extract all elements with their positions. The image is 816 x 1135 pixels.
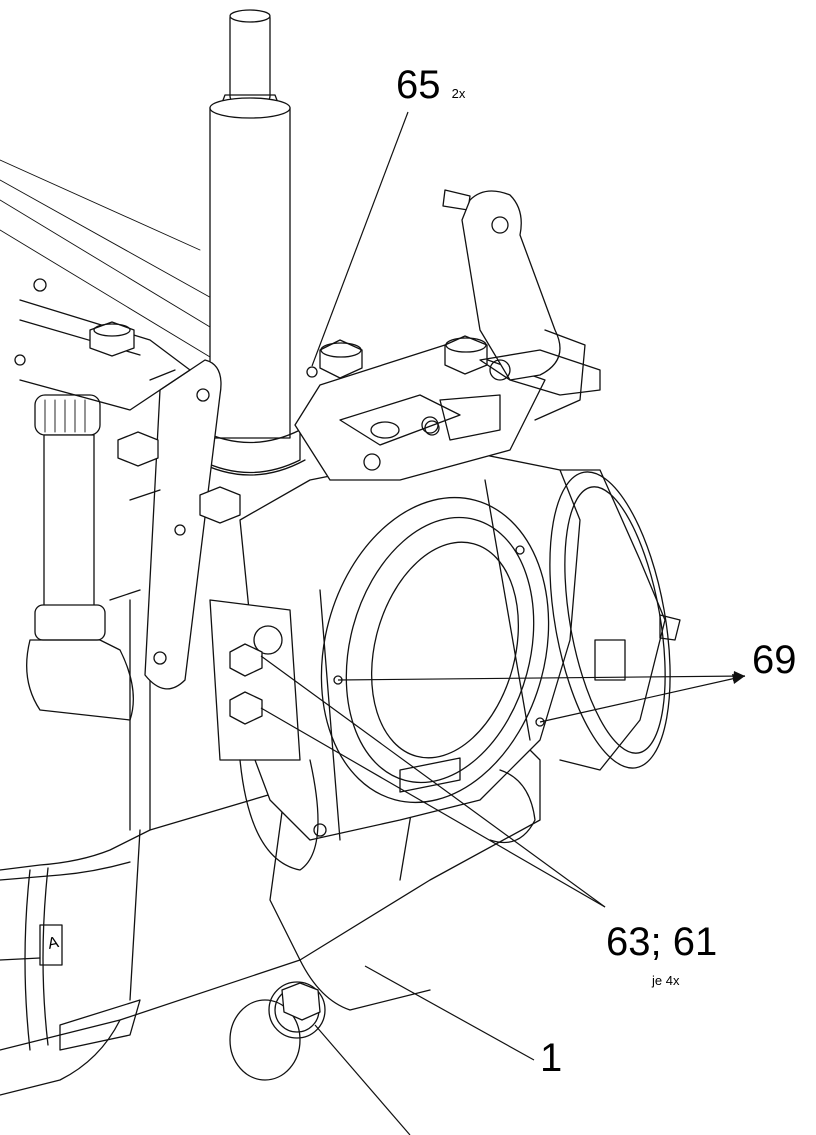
callout-69: 69 <box>752 640 797 680</box>
bottom-bolt <box>229 981 326 1081</box>
callout-65-number: 65 <box>396 63 441 107</box>
leader-lines <box>260 111 746 1135</box>
right-drum <box>549 469 681 771</box>
callout-63-61-number: 63; 61 <box>606 920 718 964</box>
leader-63-61-b <box>260 655 606 908</box>
leader-63-61-a <box>260 707 606 908</box>
callout-63-61: 63; 61 <box>606 922 717 962</box>
leader-69-a <box>337 675 746 681</box>
arrowhead-69-b <box>732 674 745 684</box>
linkage-arm <box>144 359 222 690</box>
leader-bottom-bolt <box>314 1024 411 1135</box>
callout-1-number: 1 <box>540 1036 563 1080</box>
side-flange <box>209 599 536 871</box>
callout-65-qty: 2x <box>451 86 466 101</box>
background-lines <box>0 159 216 361</box>
leader-69-b <box>539 675 746 723</box>
leader-65 <box>311 111 409 367</box>
leader-1 <box>364 965 535 1061</box>
callout-63-61-qty: je 4x <box>652 973 680 988</box>
vertical-shaft <box>194 9 306 476</box>
callout-69-number: 69 <box>752 638 797 682</box>
left-tube <box>26 394 134 721</box>
top-plate <box>294 335 546 481</box>
lever <box>421 189 601 441</box>
callout-65: 65 2x <box>396 65 465 105</box>
callout-1: 1 <box>540 1038 562 1078</box>
upper-left-mechanism <box>14 278 241 601</box>
